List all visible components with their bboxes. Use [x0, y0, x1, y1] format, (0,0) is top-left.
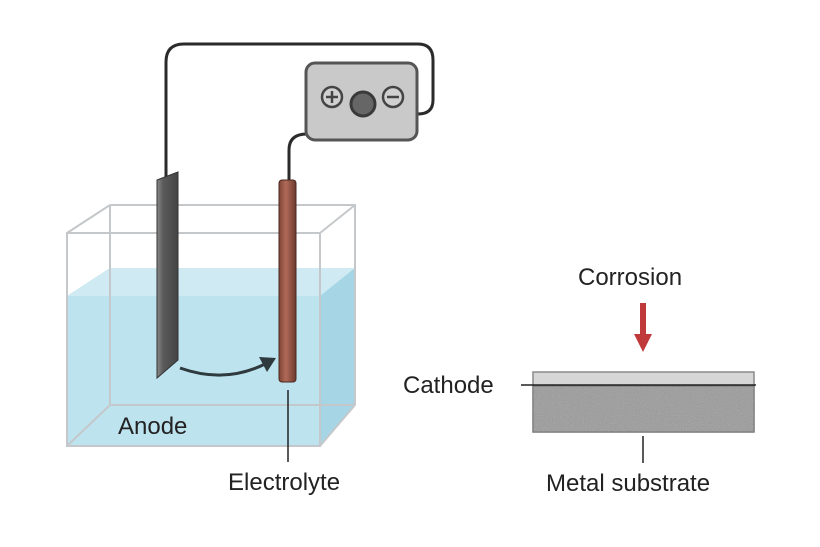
power-knob[interactable] [349, 90, 377, 118]
substrate-label: Metal substrate [546, 470, 710, 497]
corrosion-arrow [634, 303, 652, 352]
positive-terminal-icon [320, 85, 344, 109]
power-supply [304, 61, 419, 142]
anode-label: Anode [118, 413, 187, 440]
electrolyte-tank [66, 204, 356, 447]
cathode-label: Cathode [403, 372, 494, 399]
corrosion-label: Corrosion [578, 264, 682, 291]
electron-flow-arrow [179, 362, 266, 377]
cathode-electrode [278, 179, 297, 383]
wire-cathode [287, 132, 308, 182]
electrolyte-label: Electrolyte [228, 469, 340, 496]
negative-terminal-icon [381, 85, 405, 109]
wire-anode [164, 42, 435, 178]
coated-metal-sample [532, 371, 755, 433]
arrowhead-icon [259, 357, 276, 372]
anode-electrode [156, 171, 179, 380]
